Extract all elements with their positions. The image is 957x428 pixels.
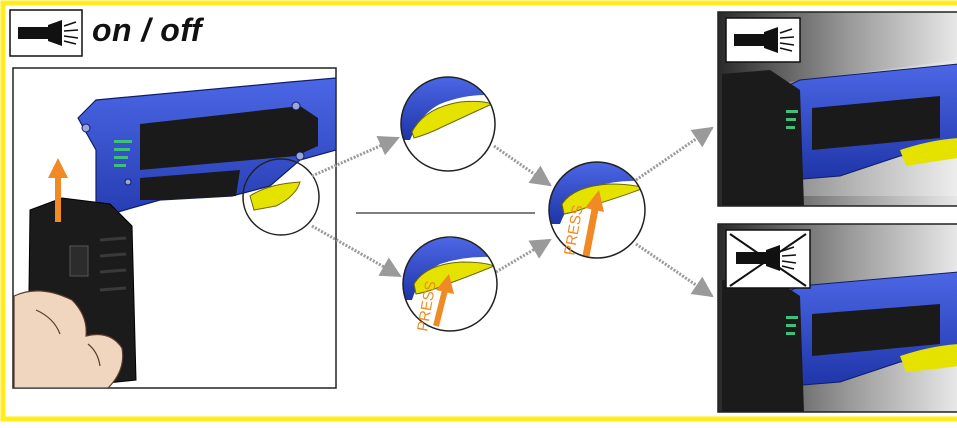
light-on-icon [725,17,801,63]
page-title: on / off [92,12,203,48]
light-off-icon [725,229,811,289]
flashlight-icon [9,9,83,57]
zoom-circle [242,158,320,236]
hand [13,290,124,388]
flow-arrows [311,126,714,298]
panel-light-off [717,223,957,413]
detail-trigger-press-2: PRESS [548,161,646,259]
tool-grip [140,106,318,170]
main-illustration-panel [12,67,337,389]
detail-trigger-rest [400,76,496,172]
ventilation-slots [114,140,132,167]
panel-light-on [717,11,957,207]
detail-trigger-press: PRESS [402,236,498,333]
